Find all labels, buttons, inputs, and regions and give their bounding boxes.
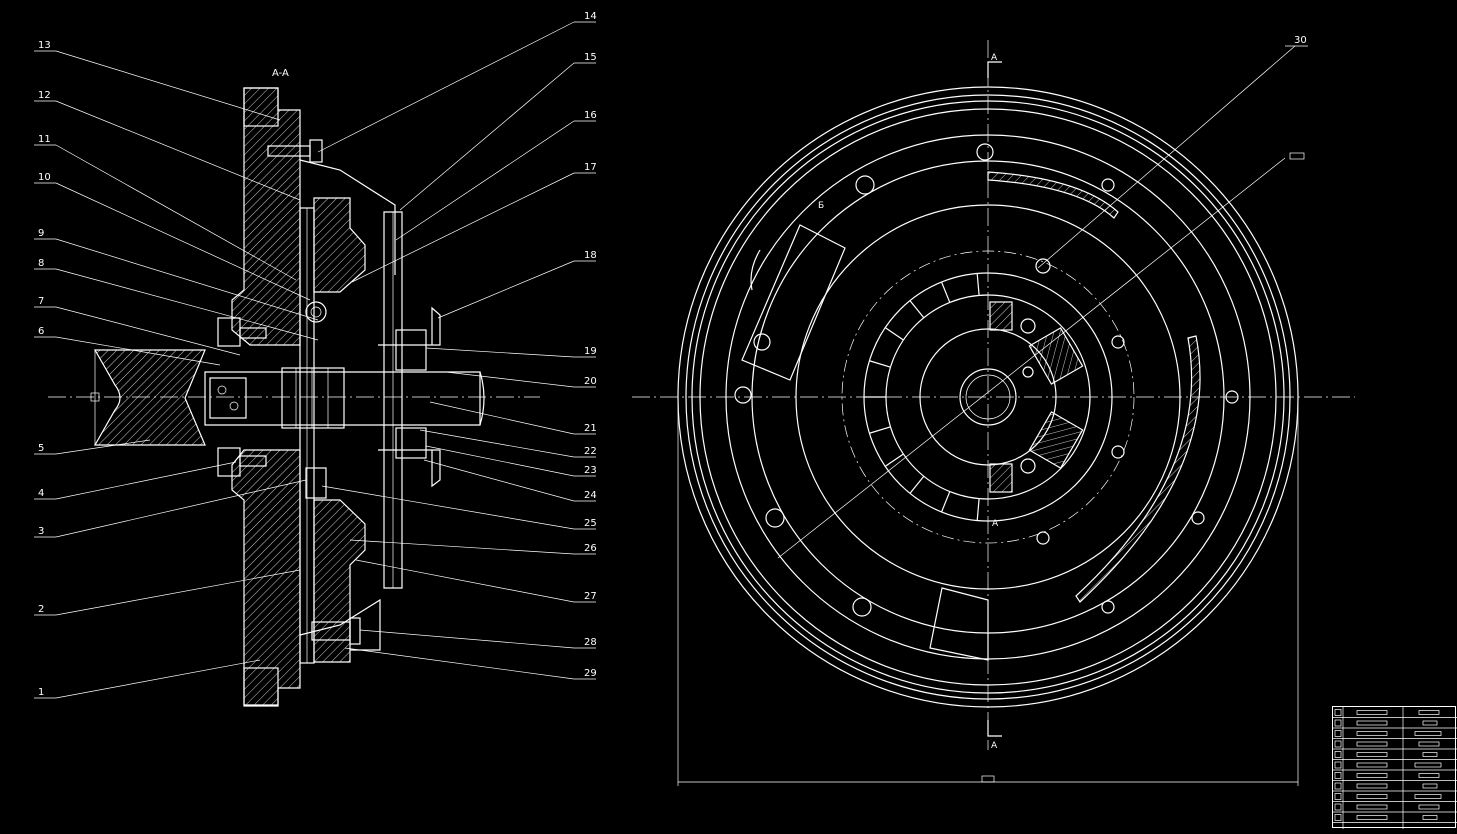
part-label-1: 1 — [38, 687, 44, 698]
part-label-3: 3 — [38, 526, 44, 537]
flywheel-bolt-bottom — [217, 447, 267, 477]
spline-bore — [959, 368, 1017, 426]
pressure-plate-top — [313, 197, 366, 293]
part-label-28: 28 — [584, 637, 597, 648]
part-label-29: 29 — [584, 668, 597, 679]
release-bearing — [378, 306, 441, 488]
part-label-23: 23 — [584, 465, 597, 476]
part-label-2: 2 — [38, 604, 44, 615]
hub-circle — [919, 328, 1057, 466]
part-label-9: 9 — [38, 228, 44, 239]
part-label-8: 8 — [38, 258, 44, 269]
leaders-right: 14 15 16 17 18 19 20 21 22 23 24 25 26 27 28 29 — [317, 11, 597, 680]
part-label-15: 15 — [584, 52, 597, 63]
part-label-21: 21 — [584, 423, 597, 434]
pressure-plate-circle — [795, 204, 1181, 590]
flywheel-outer-ring — [677, 86, 1299, 708]
bolt-holes — [734, 143, 1239, 617]
title-block — [1332, 706, 1457, 829]
pilot-bearing — [209, 377, 247, 419]
flywheel-lower — [231, 449, 301, 706]
part-label-14: 14 — [584, 11, 597, 22]
part-label-7: 7 — [38, 296, 44, 307]
part-label-22: 22 — [584, 446, 597, 457]
crankshaft — [93, 349, 206, 446]
damper-springs — [989, 301, 1084, 493]
lever-pin-top — [305, 301, 327, 323]
part-label-5: 5 — [38, 443, 44, 454]
section-label: A-A — [272, 68, 289, 79]
flywheel-bolt-top — [217, 317, 267, 347]
part-label-12: 12 — [38, 90, 51, 101]
cut-mark-top — [987, 61, 1002, 78]
part-label-26: 26 — [584, 543, 597, 554]
cover-bolt-bottom — [311, 617, 361, 645]
cut-mark-bottom — [987, 720, 1002, 737]
release-lever-top — [741, 224, 846, 381]
part-label-11: 11 — [38, 134, 51, 145]
cut-label-middle: A — [992, 519, 999, 529]
leaders-left: 13 12 11 10 9 8 7 6 5 4 3 2 1 — [34, 40, 319, 699]
part-label-18: 18 — [584, 250, 597, 261]
arc-slot-top — [987, 171, 1119, 219]
part-label-25: 25 — [584, 518, 597, 529]
ring-gear-bottom — [243, 667, 279, 707]
front-view: A A A Б 30 — [632, 35, 1355, 786]
lever-pin-bottom — [305, 467, 327, 499]
part-label-6: 6 — [38, 326, 44, 337]
pressure-plate-bottom — [313, 499, 366, 663]
cover-bolt-top — [267, 139, 323, 163]
cut-label-top: A — [991, 53, 998, 63]
part-label-17: 17 — [584, 162, 597, 173]
part-label-30: 30 — [1294, 35, 1307, 46]
detail-label: Б — [818, 201, 824, 211]
part-label-19: 19 — [584, 346, 597, 357]
part-label-4: 4 — [38, 488, 44, 499]
clutch-cover — [299, 159, 396, 651]
release-lever-bottom — [929, 587, 989, 661]
arc-slot-right — [1075, 335, 1201, 603]
part-label-13: 13 — [38, 40, 51, 51]
part-label-10: 10 — [38, 172, 51, 183]
ring-gear-top — [243, 87, 279, 127]
section-view: A-A — [48, 68, 540, 707]
part-label-27: 27 — [584, 591, 597, 602]
friction-segments — [864, 273, 980, 521]
part-label-16: 16 — [584, 110, 597, 121]
part-label-20: 20 — [584, 376, 597, 387]
disc-hub — [281, 367, 345, 429]
cut-label-bottom: A — [991, 741, 998, 751]
part-label-24: 24 — [584, 490, 597, 501]
title-block-grid — [1333, 707, 1457, 829]
